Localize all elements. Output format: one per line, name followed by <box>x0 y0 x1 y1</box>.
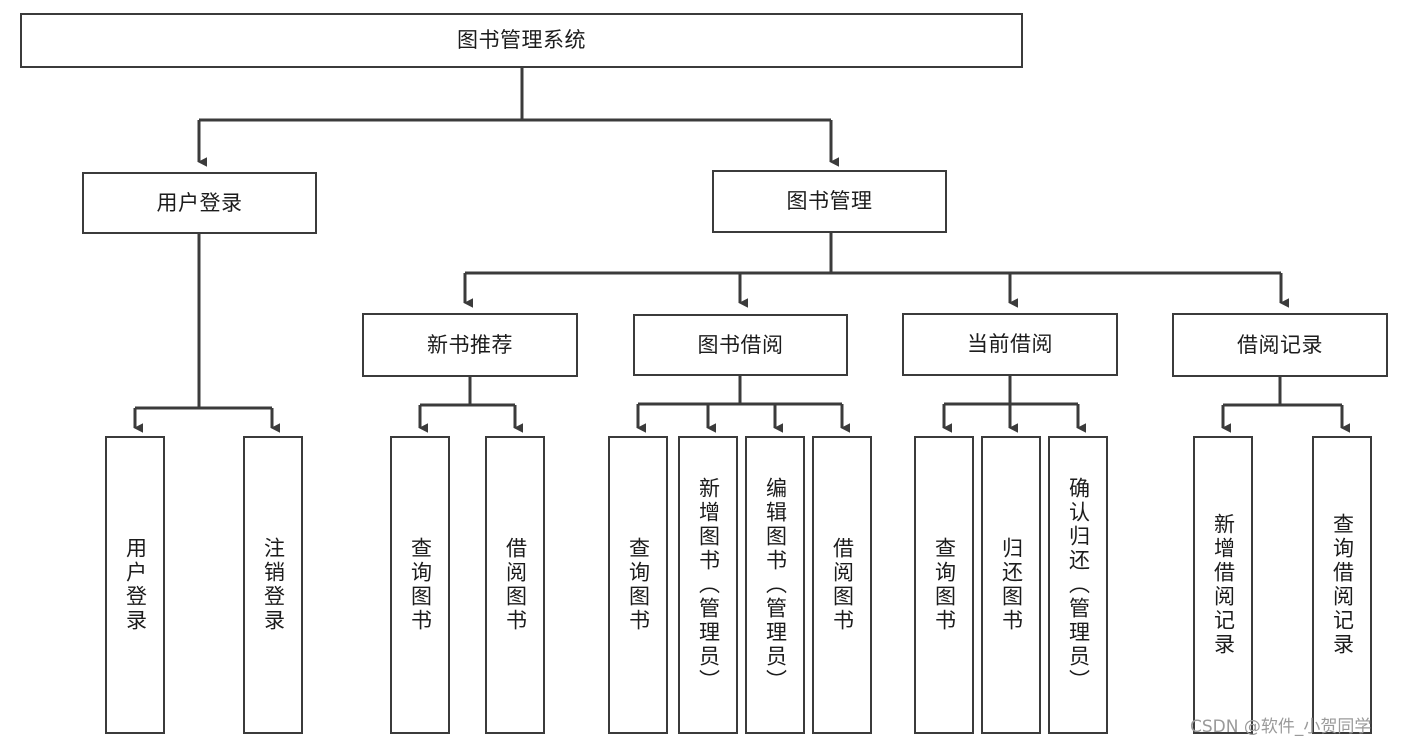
node-label: 用户登录 <box>156 190 243 215</box>
csdn-watermark: CSDN @软件_小贺同学 <box>1190 717 1372 737</box>
node-label: 新书推荐 <box>427 332 513 357</box>
node-borrow-record[interactable]: 借阅记录 <box>1172 313 1388 377</box>
node-book-borrow[interactable]: 图书借阅 <box>633 314 848 376</box>
node-label: 新增图书（管理员） <box>696 477 721 693</box>
leaf-query-borrow-record[interactable]: 查询借阅记录 <box>1312 436 1372 734</box>
leaf-user-login[interactable]: 用户登录 <box>105 436 165 734</box>
node-root-system[interactable]: 图书管理系统 <box>20 13 1023 68</box>
leaf-confirm-return-admin[interactable]: 确认归还（管理员） <box>1048 436 1108 734</box>
node-book-manage[interactable]: 图书管理 <box>712 170 947 233</box>
node-label: 查询图书 <box>932 537 957 633</box>
leaf-edit-book-admin[interactable]: 编辑图书（管理员） <box>745 436 805 734</box>
node-label: 查询图书 <box>408 537 433 633</box>
leaf-borrow-book[interactable]: 借阅图书 <box>812 436 872 734</box>
node-label: 新增借阅记录 <box>1211 513 1236 657</box>
node-label: 查询图书 <box>626 537 651 633</box>
node-label: 查询借阅记录 <box>1330 513 1355 657</box>
leaf-add-book-admin[interactable]: 新增图书（管理员） <box>678 436 738 734</box>
node-new-book-recommend[interactable]: 新书推荐 <box>362 313 578 377</box>
node-label: 图书借阅 <box>697 332 784 357</box>
node-label: 用户登录 <box>123 537 148 633</box>
leaf-return-book[interactable]: 归还图书 <box>981 436 1041 734</box>
node-label: 编辑图书（管理员） <box>763 477 788 693</box>
node-label: 借阅图书 <box>503 537 528 633</box>
leaf-query-book-recommend[interactable]: 查询图书 <box>390 436 450 734</box>
node-label: 确认归还（管理员） <box>1066 477 1091 693</box>
leaf-query-book-current[interactable]: 查询图书 <box>914 436 974 734</box>
node-label: 注销登录 <box>261 537 286 633</box>
leaf-query-book-borrow[interactable]: 查询图书 <box>608 436 668 734</box>
node-current-borrow[interactable]: 当前借阅 <box>902 313 1118 376</box>
node-label: 借阅图书 <box>830 537 855 633</box>
node-label: 图书管理系统 <box>457 28 586 53</box>
leaf-borrow-book-recommend[interactable]: 借阅图书 <box>485 436 545 734</box>
node-label: 图书管理 <box>786 189 873 214</box>
node-user-login[interactable]: 用户登录 <box>82 172 317 234</box>
node-label: 归还图书 <box>999 537 1024 633</box>
node-label: 当前借阅 <box>967 332 1053 357</box>
leaf-add-borrow-record[interactable]: 新增借阅记录 <box>1193 436 1253 734</box>
node-label: 借阅记录 <box>1237 332 1323 357</box>
leaf-logout[interactable]: 注销登录 <box>243 436 303 734</box>
